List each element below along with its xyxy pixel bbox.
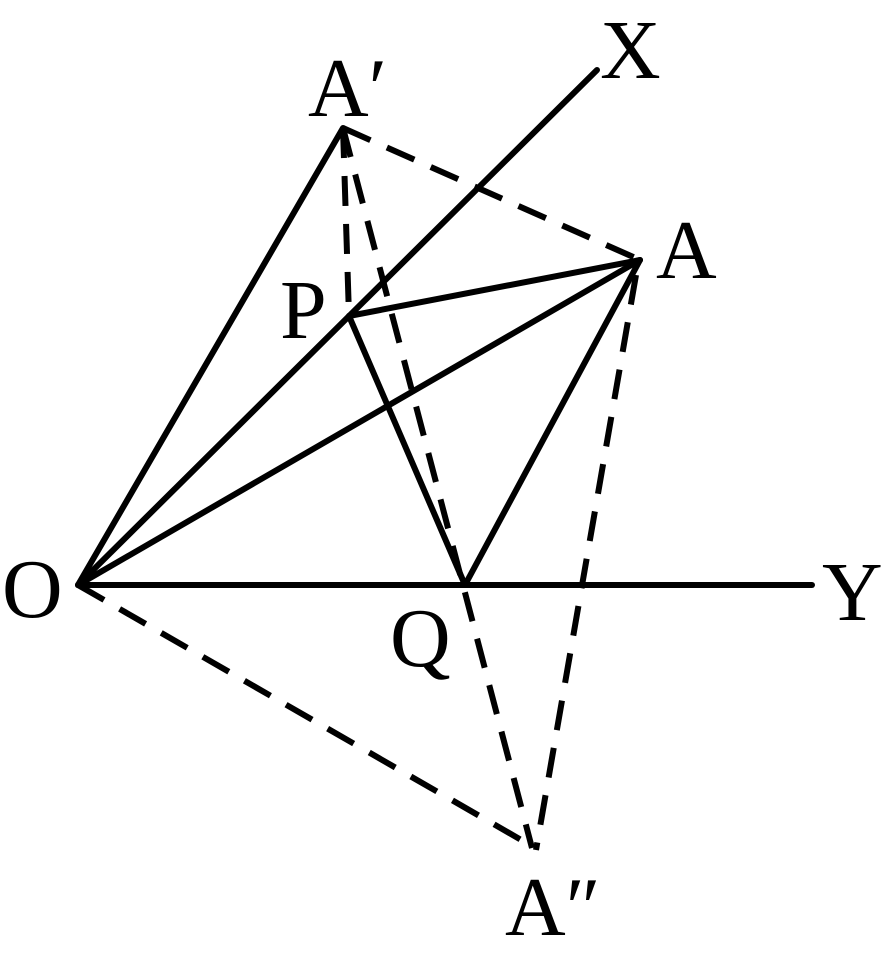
label-Y: Y: [822, 546, 883, 639]
label-O: O: [2, 543, 63, 636]
segment-QA: [462, 257, 643, 588]
dashed-A-prime-A-double-prime: [340, 127, 535, 849]
label-P: P: [280, 264, 327, 357]
label-X: X: [600, 4, 661, 97]
label-A-double-prime: A″: [505, 861, 601, 954]
ray-OX: [75, 67, 600, 588]
segment-PQ: [346, 313, 468, 588]
label-Q: Q: [390, 592, 451, 685]
dashed-A-prime-A: [341, 125, 642, 263]
dashed-A-prime-P: [340, 127, 352, 317]
dashed-O-A-double-prime: [76, 582, 532, 848]
segment-PA: [346, 257, 643, 319]
segment-OA-prime: [75, 125, 346, 588]
dashed-A-A-double-prime: [533, 274, 639, 851]
segment-OA: [75, 257, 643, 588]
label-A: A: [656, 204, 717, 297]
label-A-prime: A′: [308, 42, 387, 135]
